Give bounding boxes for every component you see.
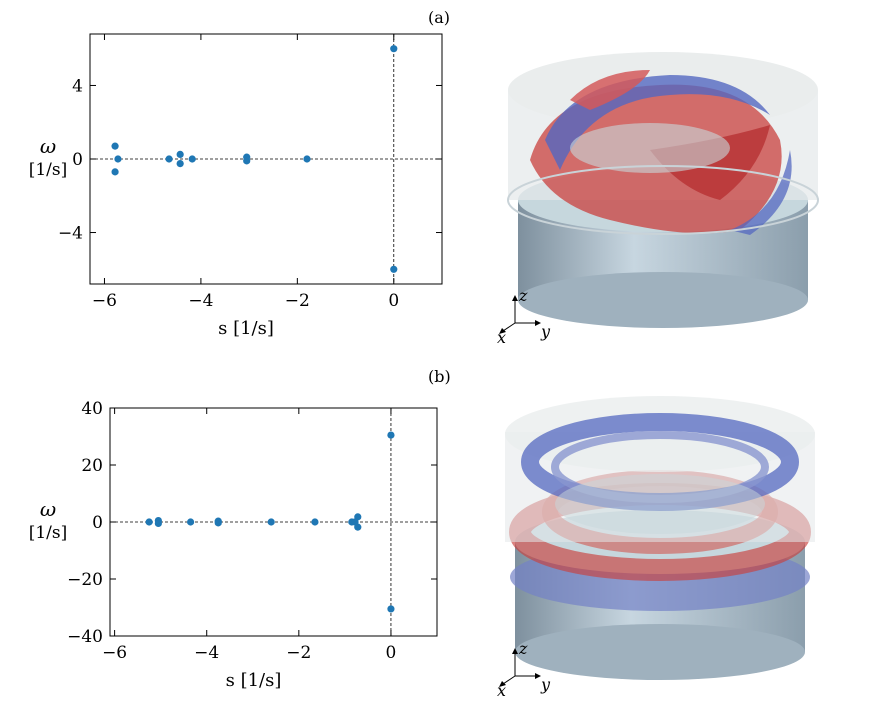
data-point-a xyxy=(114,155,122,163)
data-point-b xyxy=(145,518,153,526)
y-axis-symbol-b: ω xyxy=(40,497,56,521)
x-tick-label-a: −4 xyxy=(188,291,213,311)
y-tick-label-a: −4 xyxy=(58,224,83,244)
data-point-a xyxy=(176,159,184,168)
y-axis-symbol-a: ω xyxy=(40,134,56,158)
data-point-a xyxy=(176,150,184,159)
x-tick-label-a: −6 xyxy=(92,291,117,311)
data-point-a xyxy=(165,155,173,163)
data-point-a xyxy=(111,142,119,150)
y-tick-label-b: −40 xyxy=(67,627,103,647)
data-point-a xyxy=(188,155,196,163)
data-point-b xyxy=(154,519,162,528)
x-tick-label-b: −4 xyxy=(194,643,219,663)
triad-z-label-b: z xyxy=(518,639,528,658)
data-point-b xyxy=(387,431,395,439)
data-point-a xyxy=(303,155,311,163)
y-tick-label-a: 4 xyxy=(72,76,83,96)
x-tick-label-b: 0 xyxy=(386,643,397,663)
data-point-a xyxy=(390,265,398,273)
y-tick-label-b: 0 xyxy=(92,513,103,533)
y-tick-label-b: 20 xyxy=(81,456,103,476)
triad-z-label-a: z xyxy=(518,286,528,305)
data-point-b xyxy=(214,519,222,527)
flow-render-a xyxy=(507,52,819,328)
data-point-b xyxy=(267,518,275,526)
data-point-a xyxy=(390,45,398,53)
y-tick-label-b: 40 xyxy=(81,399,103,419)
panel-label-a: (a) xyxy=(428,8,451,27)
triad-x-label-b: x xyxy=(497,681,506,698)
axes-triad-a: z y x xyxy=(497,286,551,345)
x-tick-label-a: −2 xyxy=(285,291,310,311)
flow-render-b xyxy=(505,396,815,680)
y-axis-unit-b: [1/s] xyxy=(29,523,68,543)
x-tick-label-b: −6 xyxy=(102,643,127,663)
data-point-a xyxy=(243,157,251,165)
data-point-b xyxy=(311,518,319,526)
data-point-b xyxy=(387,605,395,613)
data-point-a xyxy=(111,168,119,176)
triad-y-label-b: y xyxy=(540,675,551,694)
panel-label-b: (b) xyxy=(428,367,451,386)
data-point-b xyxy=(186,518,195,526)
x-axis-label-b: s [1/s] xyxy=(226,670,282,691)
x-tick-label-a: 0 xyxy=(388,291,399,311)
x-axis-label-a: s [1/s] xyxy=(218,318,274,339)
triad-y-label-a: y xyxy=(540,322,551,341)
y-tick-label-b: −20 xyxy=(67,570,103,590)
axes-triad-b: z y x xyxy=(497,639,551,698)
y-tick-label-a: 0 xyxy=(72,150,83,170)
x-tick-label-b: −2 xyxy=(286,643,311,663)
triad-x-label-a: x xyxy=(497,328,506,345)
data-point-b xyxy=(351,518,359,526)
y-axis-unit-a: [1/s] xyxy=(29,160,68,180)
